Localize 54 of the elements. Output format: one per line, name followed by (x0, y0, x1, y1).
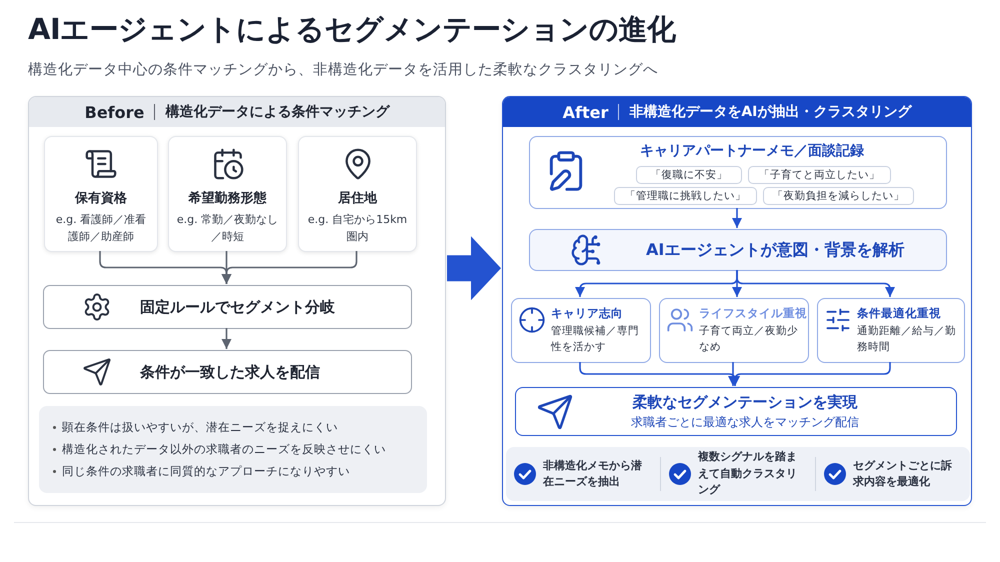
panel-heading: Before (84, 102, 144, 122)
arrow (222, 251, 358, 284)
segment-text: 子育て両立／夜勤少なめ (699, 324, 799, 355)
process-box (43, 350, 412, 394)
result-box (515, 387, 957, 436)
process-label: 固定ルールでセグメント分岐 (140, 298, 335, 316)
block-arrow (447, 236, 501, 300)
benefit-text: 非構造化メモから潜在ニーズを抽出 (543, 458, 643, 490)
note-text: 同じ条件の求職者に同質的なアプローチになりやすい (62, 464, 350, 479)
quote-tag: 「子育てと両立したい」 (748, 166, 891, 184)
memo-card (529, 136, 947, 209)
process-box (43, 285, 412, 329)
quote-tag: 「管理職に挑戦したい」 (614, 187, 757, 205)
card-text: e.g. 看護師／准看護師／助産師 (54, 212, 148, 244)
condition-card (298, 136, 417, 252)
card-title: 希望勤務形態 (188, 190, 266, 207)
segment-text: 管理職候補／専門性を活かす (551, 324, 640, 355)
result-text: 求職者ごとに最適な求人をマッチング配信 (631, 414, 859, 430)
title: AIエージェントによるセグメンテーションの進化 (28, 11, 676, 48)
arrow (222, 328, 232, 349)
condition-card (44, 136, 158, 252)
segment-title: 条件最適化重視 (857, 306, 942, 321)
process-box (529, 229, 947, 271)
condition-card (168, 136, 287, 252)
result-title: 柔軟なセグメンテーションを実現 (632, 392, 858, 412)
note-text: 顕在条件は扱いやすいが、潜在ニーズを捉えにくい (62, 420, 338, 435)
process-label: 条件が一致した求人を配信 (140, 362, 320, 382)
card-title: 保有資格 (75, 190, 127, 207)
arrow (732, 208, 742, 228)
quote-tag: 「夜勤負担を減らしたい」 (763, 187, 914, 205)
process-label: AIエージェントが意図・背景を解析 (646, 240, 904, 260)
quote-tag: 「復職に不安」 (636, 166, 742, 184)
panel (28, 96, 446, 506)
segment-title: ライフスタイル重視 (699, 306, 807, 321)
panel (502, 96, 972, 506)
subtitle: 構造化データ中心の条件マッチングから、非構造化データを活用した柔軟なクラスタリングへ (28, 60, 658, 79)
panel-heading: After (562, 102, 608, 122)
benefit-text: 複数シグナルを踏まえて自動クラスタリング (698, 449, 798, 498)
card-text: e.g. 自宅から15km圏内 (306, 212, 408, 244)
panel-subheading: 構造化データによる条件マッチング (165, 103, 390, 121)
note-panel (39, 406, 427, 493)
card-title: 居住地 (338, 190, 377, 207)
benefit-band (506, 447, 970, 501)
segment-title: キャリア志向 (551, 306, 624, 321)
card-text: e.g. 常勤／夜勤なし／時短 (176, 212, 280, 244)
memo-title: キャリアパートナーメモ／面談記録 (640, 142, 864, 160)
benefit-text: セグメントごとに訴求内容を最適化 (853, 458, 953, 490)
segment-card (659, 298, 809, 363)
panel-subheading: 非構造化データをAIが抽出・クラスタリング (629, 103, 912, 121)
note-text: 構造化されたデータ以外の求職者のニーズを反映させにくい (62, 442, 386, 457)
arrow (736, 270, 895, 297)
segment-text: 通勤距離／給与／勤務時間 (857, 324, 957, 355)
segment-card (511, 298, 651, 363)
segment-card (817, 298, 965, 363)
